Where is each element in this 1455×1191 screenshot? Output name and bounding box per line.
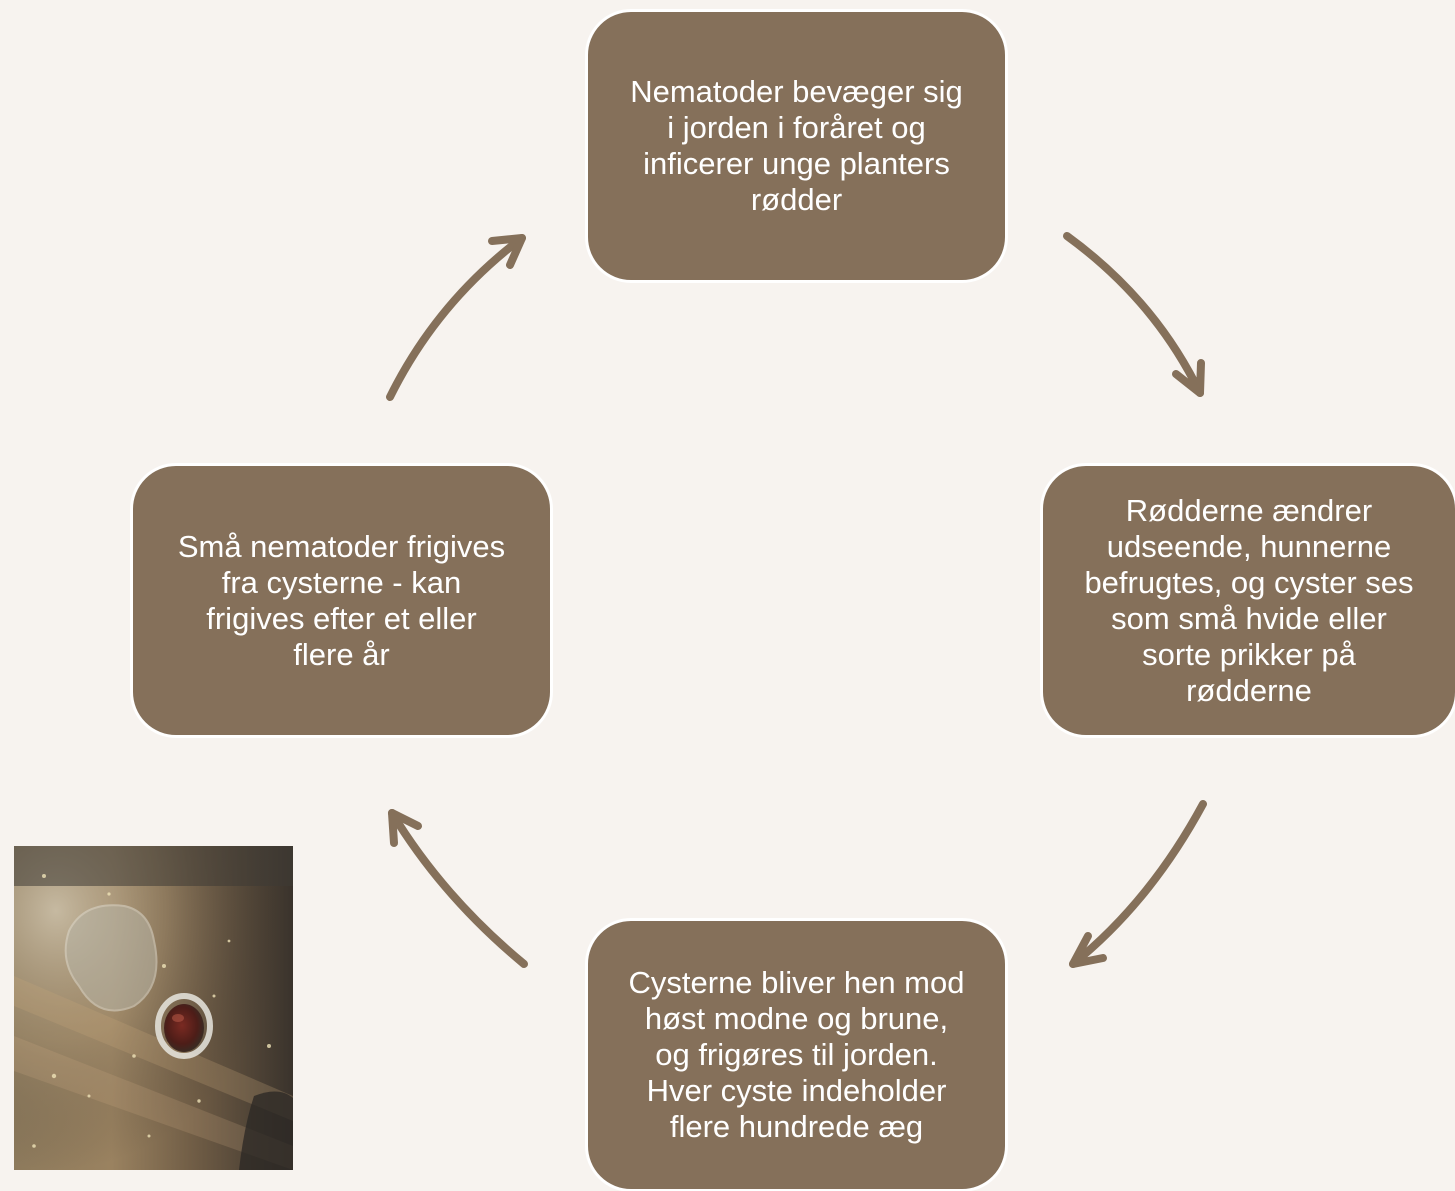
step-top-text: Nematoder bevæger sig i jorden i foråret… [630,74,963,217]
step-left-box: Små nematoder frigives fra cysterne - ka… [130,463,553,738]
nematode-cyst-photo [14,846,293,1170]
step-bottom-box: Cysterne bliver hen mod høst modne og br… [585,918,1008,1191]
step-top-box: Nematoder bevæger sig i jorden i foråret… [585,9,1008,283]
step-left-text: Små nematoder frigives fra cysterne - ka… [177,528,506,672]
step-bottom-text: Cysterne bliver hen mod høst modne og br… [628,965,965,1144]
arrow-bottom-to-left [388,809,528,968]
step-right-text: Rødderne ændrer udseende, hunnerne befru… [1084,492,1414,708]
step-right-box: Rødderne ændrer udseende, hunnerne befru… [1040,463,1455,738]
arrow-right-to-bottom [1069,800,1207,968]
arrow-left-to-top [386,234,526,401]
arrow-top-to-right [1063,232,1205,397]
